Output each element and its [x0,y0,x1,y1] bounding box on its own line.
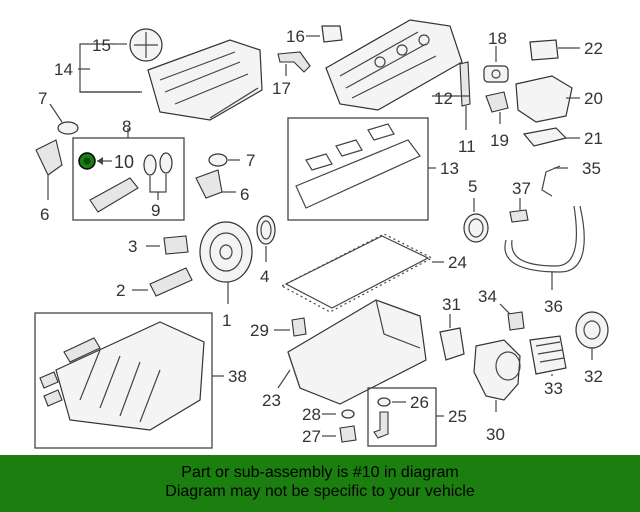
callout-29: 29 [250,321,269,340]
callout-20: 20 [584,89,603,108]
callout-15: 15 [92,36,111,55]
callout-4: 4 [260,267,269,286]
callout-17: 17 [272,79,291,98]
box-25-group: 25 26 28 27 [302,387,467,447]
callout-35: 35 [582,159,601,178]
callout-28: 28 [302,405,321,424]
callout-5: 5 [468,177,477,196]
valve-cover-group [325,19,463,111]
sensor-right-group: 7 6 [195,151,255,204]
front-left-group: 3 2 1 4 [116,215,276,330]
callout-21: 21 [584,129,603,148]
callout-27: 27 [302,427,321,446]
callout-9: 9 [151,201,160,220]
seal-5-group: 5 [463,177,489,243]
callout-12-visible: 12 [434,89,453,108]
callout-11: 11 [458,137,476,156]
footer-line-2: Diagram may not be specific to your vehi… [165,483,475,500]
callout-2: 2 [116,281,125,300]
callout-33: 33 [544,379,563,398]
engine-cover-group: 14 15 [54,28,263,121]
callout-6-right: 6 [240,185,249,204]
filter-group: 34 30 33 32 [473,287,609,444]
callout-13: 13 [440,159,459,178]
callout-10: 10 [114,152,134,172]
footer-line-1: Part or sub-assembly is #10 in diagram [181,464,459,481]
sensor-left-group: 7 6 [35,89,79,224]
parts-diagram: 14 15 7 6 8 10 9 7 6 16 [34,19,609,449]
callout-37: 37 [512,179,531,198]
callout-23: 23 [262,391,281,410]
callout-14: 14 [54,60,73,79]
gasket-24-group: 24 [280,233,467,313]
callout-31: 31 [442,295,461,314]
callout-24: 24 [448,253,467,272]
callout-30: 30 [486,425,505,444]
parts-18-19-group: 18 19 [483,29,509,150]
callout-26: 26 [410,393,429,412]
intake-manifold-group: 38 [34,312,247,449]
gasket-box-13-group: 13 [287,117,459,221]
callout-18: 18 [488,29,507,48]
callout-36: 36 [544,297,563,316]
callout-25: 25 [448,407,467,426]
oil-pan-group: 23 29 31 [250,295,465,410]
box-8-group: 8 10 9 [72,117,185,221]
oil-pan-right-group: 22 20 21 [515,39,603,148]
callout-1: 1 [222,311,231,330]
callout-6-left: 6 [40,205,49,224]
callout-34: 34 [478,287,497,306]
sensor-36-group: 35 37 36 [504,159,601,316]
callout-7-left: 7 [38,89,47,108]
callout-16: 16 [286,27,305,46]
callout-7-right: 7 [246,151,255,170]
callout-19: 19 [490,131,509,150]
callout-3: 3 [128,237,137,256]
callout-38: 38 [228,367,247,386]
callout-22: 22 [584,39,603,58]
callout-8: 8 [122,117,131,136]
callout-32: 32 [584,367,603,386]
sensor-12-group: 11 12 12 [432,61,476,156]
breather-group: 16 17 [272,25,343,98]
footer-banner: Part or sub-assembly is #10 in diagram D… [0,455,640,512]
